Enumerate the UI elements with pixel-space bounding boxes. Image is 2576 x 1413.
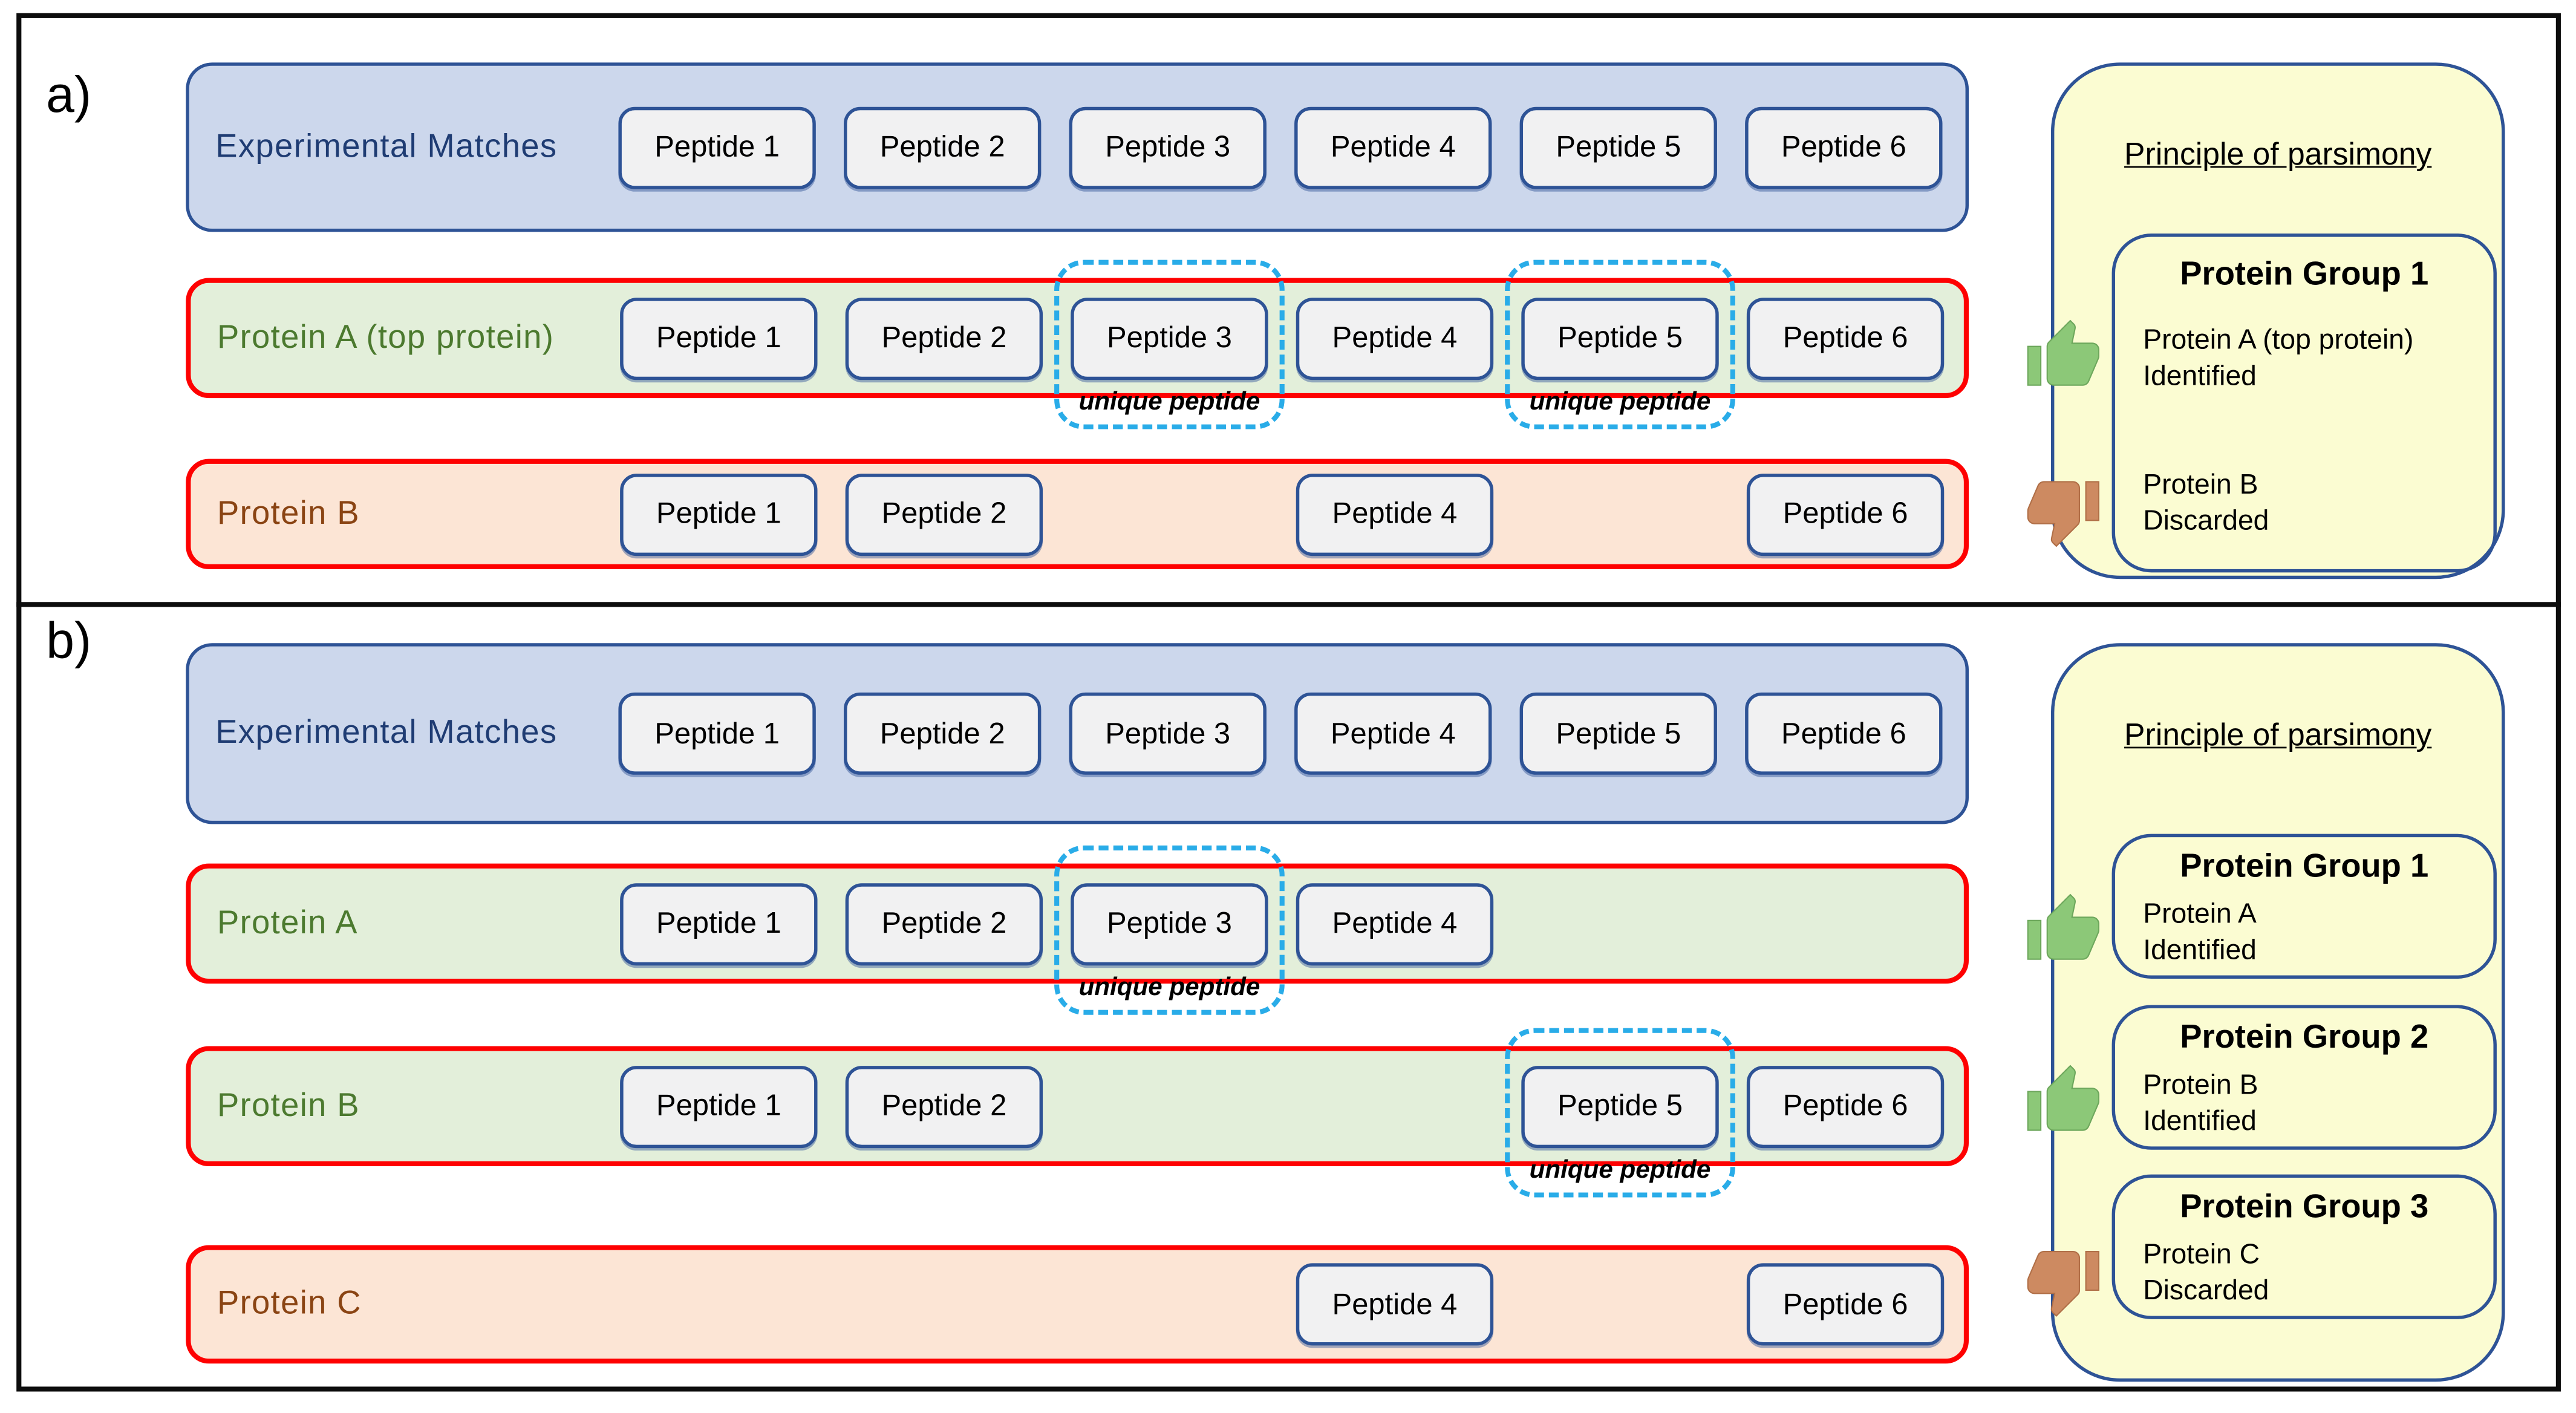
protein-group-title: Protein Group 1 [2180, 849, 2429, 885]
thumbs-down-icon [2024, 472, 2102, 549]
peptide-box: Peptide 4 [1296, 472, 1494, 555]
peptide-box: Peptide 2 [845, 472, 1043, 555]
protein-name: Protein C [2143, 1238, 2260, 1270]
protein-status: Discarded [2143, 504, 2269, 537]
peptide-box: Peptide 6 [1746, 1065, 1945, 1147]
protein-status: Identified [2143, 1105, 2257, 1137]
peptide-box: Peptide 1 [618, 692, 816, 775]
protein-status: Identified [2143, 934, 2257, 966]
peptide-box: Peptide 3 [1071, 882, 1268, 965]
thumbs-down-icon [2024, 1242, 2102, 1319]
panel-a-label: a) [46, 65, 92, 123]
row-label: Protein B [217, 495, 360, 532]
peptide-box: Peptide 4 [1296, 296, 1494, 379]
protein-entry: Protein A Identified [2027, 893, 2486, 969]
peptide-box: Peptide 5 [1521, 296, 1719, 379]
thumbs-up-icon [2024, 1063, 2102, 1140]
protein-entry: Protein A (top protein) Identified [2027, 319, 2486, 395]
protein-entry: Protein B Discarded [2027, 467, 2486, 547]
parsimony-panel: Principle of parsimony Protein Group 1 P… [2027, 643, 2505, 1382]
protein-c-row: Protein C Peptide 4 Peptide 6 [186, 1245, 1969, 1364]
peptide-box: Peptide 1 [618, 106, 816, 189]
row-label: Protein C [217, 1285, 362, 1322]
peptide-box: Peptide 5 [1521, 1065, 1719, 1147]
protein-b-row: Protein B Peptide 1 Peptide 2 Peptide 5 Pep… [186, 1028, 1969, 1198]
protein-group-title: Protein Group 2 [2180, 1019, 2429, 1056]
protein-group-box: Protein Group 3 Protein C Discarded [2027, 1174, 2497, 1319]
peptide-box: Peptide 6 [1745, 692, 1943, 775]
protein-a-row: Protein A (top protein) Peptide 1 Peptide… [186, 259, 1969, 429]
protein-status: Identified [2143, 360, 2257, 392]
protein-b-row: Protein B Peptide 1 Peptide 2 Peptide 4 Pep… [186, 458, 1969, 569]
thumbs-up-icon [2024, 892, 2102, 969]
peptide-box: Peptide 6 [1746, 1263, 1945, 1346]
figure-border [16, 13, 2561, 1392]
protein-group-box: Protein Group 1 Protein A (top protein) … [2027, 233, 2497, 573]
peptide-box: Peptide 3 [1069, 106, 1267, 189]
peptide-box: Peptide 2 [845, 882, 1043, 965]
row-label: Experimental Matches [215, 128, 558, 165]
row-label: Protein A [217, 904, 358, 941]
peptide-box: Peptide 4 [1294, 106, 1492, 189]
panel-b-label: b) [46, 612, 92, 670]
parsimony-panel: Principle of parsimony Protein Group 1 P… [2027, 62, 2505, 579]
protein-name: Protein B [2143, 1069, 2258, 1101]
protein-group-box: Protein Group 2 Protein B Identified [2027, 1005, 2497, 1150]
row-label: Experimental Matches [215, 714, 558, 751]
peptide-box: Peptide 4 [1294, 692, 1492, 775]
experimental-matches-row: Experimental Matches Peptide 1 Peptide 2 P… [186, 643, 1969, 824]
row-label: Protein A (top protein) [217, 319, 555, 356]
protein-status: Discarded [2143, 1274, 2269, 1307]
protein-group-title: Protein Group 1 [2180, 256, 2429, 293]
peptide-box: Peptide 5 [1519, 692, 1717, 775]
peptide-box: Peptide 1 [620, 472, 818, 555]
protein-name: Protein B [2143, 469, 2258, 500]
peptide-box: Peptide 1 [620, 882, 818, 965]
protein-entry: Protein C Discarded [2027, 1237, 2486, 1317]
peptide-box: Peptide 5 [1519, 106, 1717, 189]
peptide-box: Peptide 2 [844, 692, 1042, 775]
peptide-box: Peptide 4 [1296, 1263, 1494, 1346]
parsimony-title: Principle of parsimony [2124, 719, 2432, 754]
protein-a-row: Protein A Peptide 1 Peptide 2 Peptide 3 Pep… [186, 845, 1969, 1015]
peptide-box: Peptide 2 [845, 296, 1043, 379]
protein-group-title: Protein Group 3 [2180, 1189, 2429, 1225]
peptide-box: Peptide 4 [1296, 882, 1494, 965]
peptide-box: Peptide 3 [1069, 692, 1267, 775]
experimental-matches-row: Experimental Matches Peptide 1 Peptide 2 P… [186, 62, 1969, 232]
protein-entry: Protein B Identified [2027, 1065, 2486, 1140]
peptide-box: Peptide 2 [844, 106, 1042, 189]
thumbs-up-icon [2024, 318, 2102, 395]
peptide-box: Peptide 6 [1746, 472, 1945, 555]
parsimony-title: Principle of parsimony [2124, 138, 2432, 173]
protein-name: Protein A (top protein) [2143, 324, 2414, 356]
peptide-box: Peptide 6 [1745, 106, 1943, 189]
peptide-box: Peptide 3 [1071, 296, 1268, 379]
protein-group-box: Protein Group 1 Protein A Identified [2027, 834, 2497, 979]
protein-name: Protein A [2143, 898, 2257, 930]
peptide-box: Peptide 2 [845, 1065, 1043, 1147]
peptide-box: Peptide 1 [620, 1065, 818, 1147]
row-label: Protein B [217, 1087, 360, 1124]
peptide-box: Peptide 6 [1746, 296, 1945, 379]
panel-divider [16, 602, 2561, 607]
peptide-box: Peptide 1 [620, 296, 818, 379]
